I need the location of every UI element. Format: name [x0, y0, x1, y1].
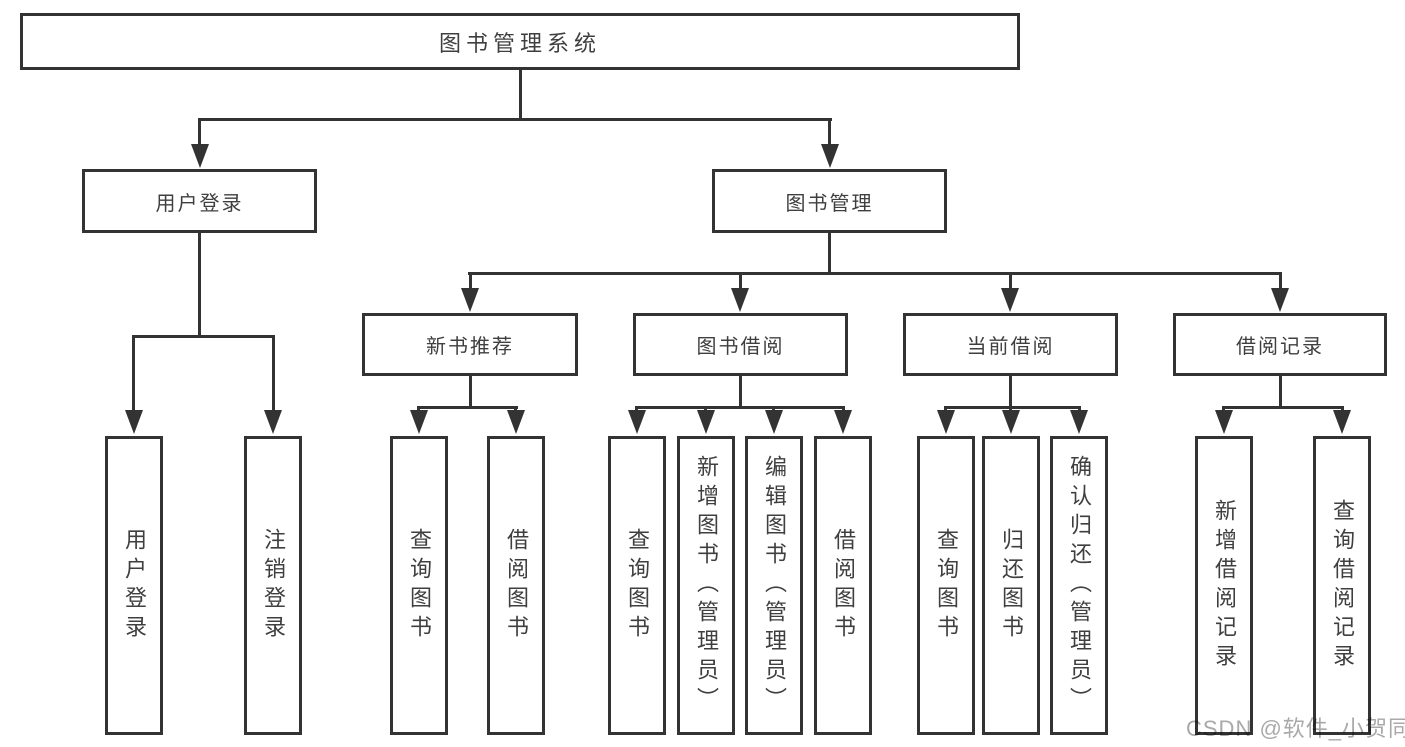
node-book-borrow-label: 图书借阅 [696, 336, 785, 358]
node-root: 图书管理系统 [20, 13, 1020, 70]
connector-l3-drop-4 [1279, 272, 1282, 290]
connector-l3-drop-1 [469, 272, 472, 290]
leaf-borrow-book-1-label: 借阅图书 [504, 527, 529, 644]
leaf-add-borrow-record-label: 新增借阅记录 [1212, 498, 1237, 673]
connector-book-borrow-stem [739, 376, 742, 406]
leaf-confirm-return-admin: 确认归还（管理员） [1050, 436, 1108, 735]
arrow-down-icon [410, 410, 428, 434]
leaf-edit-book-admin: 编辑图书（管理员） [745, 436, 803, 735]
leaf-add-borrow-record: 新增借阅记录 [1195, 436, 1253, 735]
leaf-query-book-2-label: 查询图书 [625, 527, 650, 644]
leaf-borrow-book-2-label: 借阅图书 [831, 527, 856, 644]
node-current-borrow: 当前借阅 [903, 313, 1118, 376]
connector-root-drop-left [198, 118, 201, 148]
node-new-book-recommend-label: 新书推荐 [426, 336, 514, 358]
arrow-down-icon [1333, 410, 1351, 434]
leaf-query-book-1-label: 查询图书 [407, 527, 432, 644]
connector-user-login-drop-1 [132, 335, 135, 412]
connector-current-borrow-stem [1009, 376, 1012, 406]
leaf-user-login: 用户登录 [105, 436, 163, 735]
node-book-borrow: 图书借阅 [633, 313, 848, 376]
node-book-management: 图书管理 [712, 169, 947, 233]
node-current-borrow-label: 当前借阅 [966, 336, 1055, 358]
arrow-down-icon [1002, 410, 1020, 434]
arrow-down-icon [125, 410, 143, 434]
leaf-return-book-label: 归还图书 [999, 527, 1024, 644]
node-borrow-records-label: 借阅记录 [1236, 336, 1324, 358]
node-new-book-recommend: 新书推荐 [362, 313, 578, 376]
connector-new-book-bar [417, 406, 518, 409]
connector-root-bar [198, 118, 832, 121]
connector-l3-drop-2 [739, 272, 742, 290]
connector-new-book-stem [469, 376, 472, 406]
connector-borrow-records-bar [1222, 406, 1344, 409]
node-user-login: 用户登录 [82, 169, 317, 233]
arrow-down-icon [507, 410, 525, 434]
arrow-down-icon [1001, 288, 1019, 312]
node-user-login-label: 用户登录 [155, 192, 244, 215]
leaf-add-book-admin: 新增图书（管理员） [677, 436, 735, 735]
connector-borrow-records-stem [1279, 376, 1282, 406]
connector-book-mgmt-bar [468, 272, 1282, 275]
csdn-watermark: CSDN @软件_小贺同学 [1186, 716, 1405, 741]
node-borrow-records: 借阅记录 [1173, 313, 1387, 376]
leaf-logout: 注销登录 [244, 436, 302, 735]
connector-root-stem [519, 70, 522, 118]
connector-user-login-bar [132, 335, 275, 338]
leaf-borrow-book-1: 借阅图书 [487, 436, 545, 735]
arrow-down-icon [264, 410, 282, 434]
leaf-edit-book-admin-label: 编辑图书（管理员） [762, 455, 787, 716]
leaf-query-book-3-label: 查询图书 [934, 527, 959, 644]
leaf-query-book-2: 查询图书 [608, 436, 666, 735]
leaf-logout-label: 注销登录 [261, 527, 286, 644]
arrow-down-icon [821, 144, 839, 168]
arrow-down-icon [937, 410, 955, 434]
arrow-down-icon [628, 410, 646, 434]
leaf-return-book: 归还图书 [982, 436, 1040, 735]
node-root-label: 图书管理系统 [438, 30, 601, 56]
connector-user-login-drop-2 [272, 335, 275, 412]
connector-root-drop-right [828, 118, 831, 148]
leaf-add-book-admin-label: 新增图书（管理员） [694, 455, 719, 716]
arrow-down-icon [731, 288, 749, 312]
arrow-down-icon [191, 144, 209, 168]
connector-user-login-stem [198, 233, 201, 335]
arrow-down-icon [461, 288, 479, 312]
leaf-user-login-label: 用户登录 [122, 527, 147, 644]
connector-book-borrow-bar [635, 406, 845, 409]
connector-current-borrow-bar [944, 406, 1081, 409]
connector-l3-drop-3 [1009, 272, 1012, 290]
arrow-down-icon [765, 410, 783, 434]
arrow-down-icon [697, 410, 715, 434]
leaf-query-borrow-record-label: 查询借阅记录 [1330, 498, 1355, 673]
connector-book-mgmt-stem [828, 233, 831, 272]
leaf-query-book-3: 查询图书 [917, 436, 975, 735]
arrow-down-icon [1070, 410, 1088, 434]
arrow-down-icon [1215, 410, 1233, 434]
node-book-management-label: 图书管理 [785, 192, 874, 215]
arrow-down-icon [1271, 288, 1289, 312]
leaf-confirm-return-admin-label: 确认归还（管理员） [1067, 455, 1092, 716]
leaf-borrow-book-2: 借阅图书 [814, 436, 872, 735]
leaf-query-borrow-record: 查询借阅记录 [1313, 436, 1371, 735]
arrow-down-icon [834, 410, 852, 434]
leaf-query-book-1: 查询图书 [390, 436, 448, 735]
